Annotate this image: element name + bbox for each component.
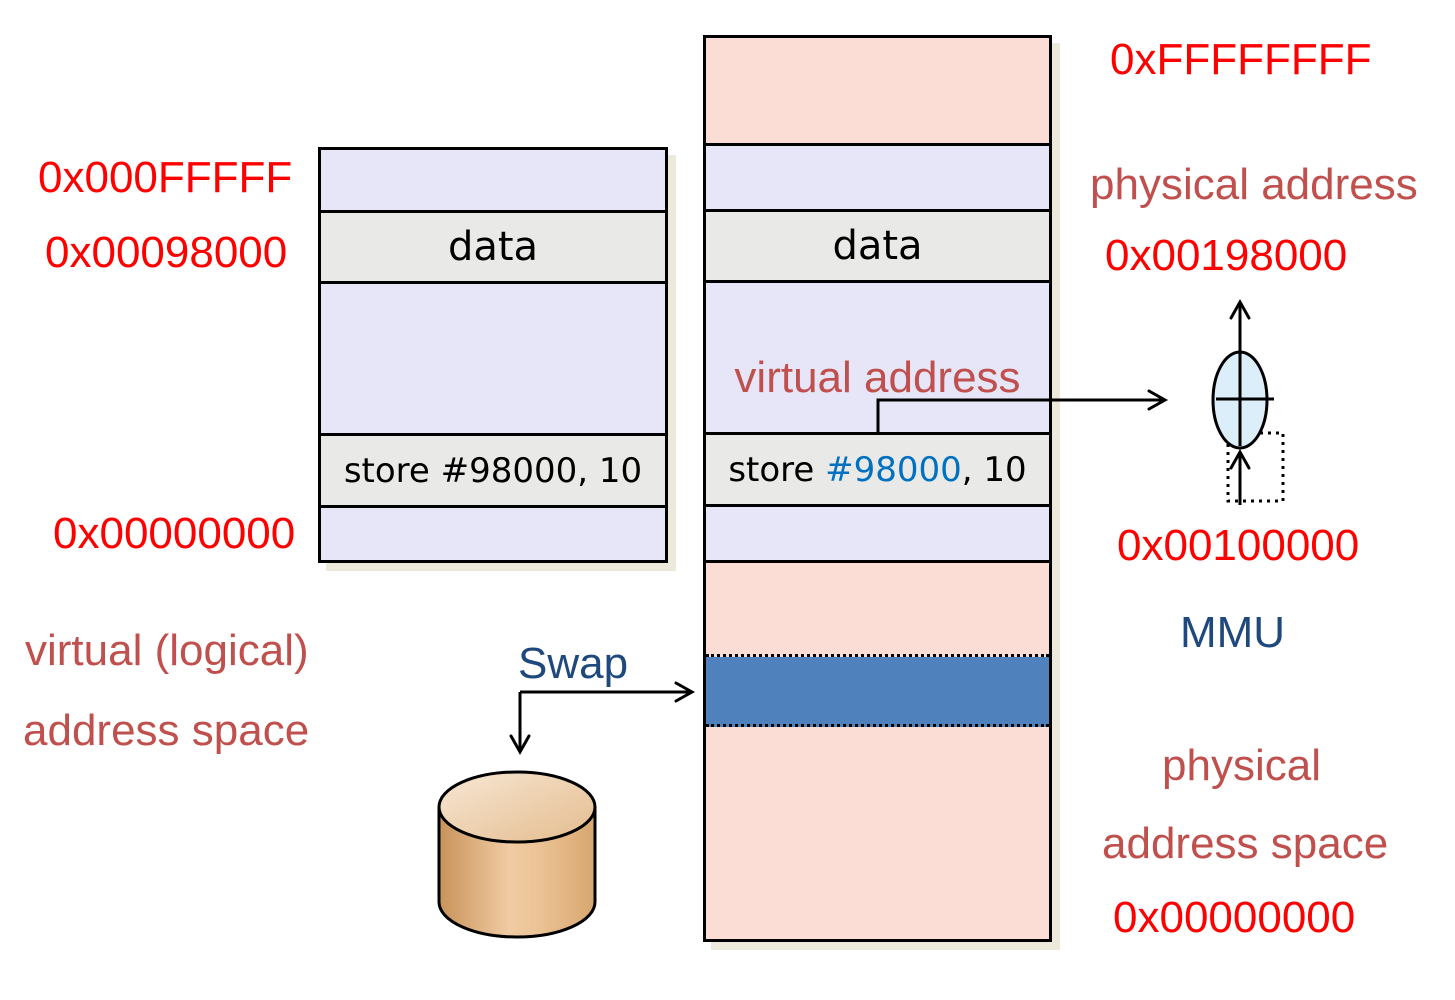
virtual-data-label: data <box>447 224 539 270</box>
physical-segment-reserved-2 <box>706 563 1049 657</box>
physical-address-space-column: data store #98000, 10 <box>703 35 1052 942</box>
virtual-address-space-column: data store #98000, 10 <box>318 147 668 563</box>
swapped-page-band <box>706 657 1049 727</box>
virtual-data-address-label: 0x00098000 <box>45 228 288 277</box>
virtual-segment-store: store #98000, 10 <box>321 436 665 508</box>
virtual-segment-bottom-empty <box>321 508 665 560</box>
page-frame-address-label: 0x00100000 <box>1117 521 1360 570</box>
swap-label: Swap <box>518 639 629 688</box>
physical-data-label: data <box>832 223 923 269</box>
physical-store-instruction: store #98000, 10 <box>728 453 1026 487</box>
virtual-segment-data: data <box>321 213 665 284</box>
virtual-space-caption-line2: address space <box>23 706 310 755</box>
physical-segment-store: store #98000, 10 <box>706 435 1049 507</box>
physical-space-caption-line1: physical <box>1162 741 1321 790</box>
physical-base-address-label: 0x00000000 <box>1113 893 1356 942</box>
virtual-segment-top-empty <box>321 150 665 213</box>
mmu-translation-icon <box>1211 350 1274 450</box>
virtual-segment-middle-empty <box>321 284 665 436</box>
virtual-base-address-label: 0x00000000 <box>53 509 296 558</box>
physical-address-caption: physical address <box>1090 160 1418 209</box>
swap-disk-icon <box>437 770 597 939</box>
virtual-space-caption-line1: virtual (logical) <box>25 626 309 675</box>
physical-space-caption-line2: address space <box>1102 819 1389 868</box>
store-prefix: store <box>728 449 826 490</box>
store-operand: #98000 <box>825 449 962 490</box>
translated-address-label: 0x00198000 <box>1105 231 1348 280</box>
physical-segment-bottom-reserved <box>706 727 1049 939</box>
virtual-store-instruction: store #98000, 10 <box>343 450 643 491</box>
physical-segment-top-reserved <box>706 38 1049 146</box>
physical-segment-empty-3 <box>706 507 1049 563</box>
mmu-label: MMU <box>1180 608 1286 657</box>
page-frame-register-box <box>1226 431 1285 503</box>
physical-top-address-label: 0xFFFFFFFF <box>1110 35 1372 84</box>
physical-segment-empty-1 <box>706 146 1049 212</box>
physical-segment-data: data <box>706 212 1049 283</box>
store-suffix: , 10 <box>961 449 1027 490</box>
virtual-top-address-label: 0x000FFFFF <box>38 153 293 202</box>
virtual-address-arrow-label: virtual address <box>734 353 1021 402</box>
